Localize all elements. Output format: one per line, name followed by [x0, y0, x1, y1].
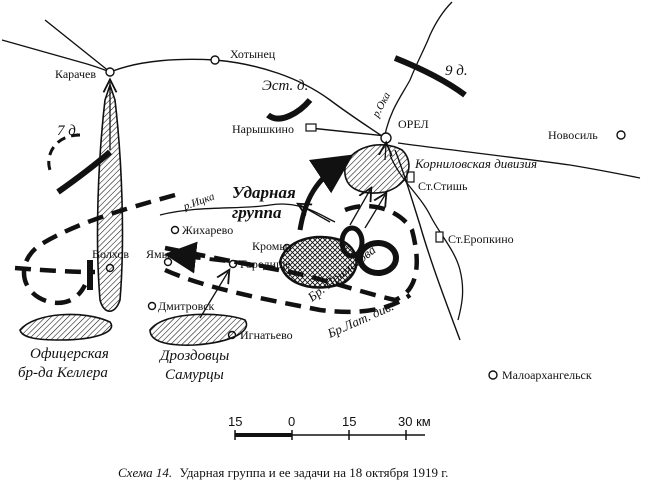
label-shock-group-line2: группа [232, 203, 282, 222]
label-khotynets: Хотынец [230, 47, 276, 61]
arrow-dmitrovsk-to-gorodishche [199, 272, 228, 319]
label-maloarkhangelsk: Малоархангельск [502, 368, 592, 382]
label-orel: ОРЕЛ [398, 117, 429, 131]
front-line-est-div [266, 97, 313, 122]
white-unit-karachev-column [96, 82, 124, 313]
river-oka-north [384, 1, 453, 136]
railway-north [44, 19, 111, 73]
river-itsa [159, 203, 336, 223]
label-river-oka: р.Ока [370, 90, 394, 120]
scale-tick-label: 30 км [398, 414, 431, 429]
arrow-orel-kornilov [385, 145, 386, 161]
label-drozdovtsy-line1: Дроздовцы [158, 348, 229, 364]
station-marker [305, 123, 317, 132]
town-marker-orel [380, 132, 392, 144]
river-east [397, 142, 641, 179]
arrow-shock-to-orel-2 [349, 190, 370, 226]
caption-text: Ударная группа и ее задачи на 18 октября… [179, 465, 448, 480]
label-officer-brigade-line1: Офицерская [30, 346, 109, 362]
caption-scheme: Схема 14. [118, 465, 172, 480]
river-oka-south [389, 154, 464, 321]
station-marker [406, 171, 415, 183]
white-unit-drozdovtsy [149, 313, 248, 346]
white-unit-officer-brigade [19, 313, 113, 341]
arrow-shock-to-orel-3 [364, 195, 385, 229]
label-est-div: Эст. д. [262, 78, 308, 94]
town-marker-maloarkhangelsk [488, 370, 498, 380]
primakov-dashed-front [164, 267, 412, 315]
label-drozdovtsy-line2: Самурцы [165, 367, 224, 383]
label-dmitrovsk: Дмитровск [158, 299, 215, 313]
railway-karachev-orel [109, 58, 386, 139]
label-novosil: Новосиль [548, 128, 598, 142]
label-officer-brigade-line2: бр-да Келлера [18, 365, 108, 381]
label-yamy: Ямы [146, 247, 170, 261]
white-unit-kornilov-division [344, 144, 410, 194]
label-kromy: Кромы [252, 239, 287, 253]
town-marker-zhikharevo [170, 225, 180, 235]
front-line-7-div-dashed [47, 133, 81, 171]
front-line-officer-dashed [21, 192, 176, 306]
town-marker-novosil [616, 130, 626, 140]
label-9-div: 9 д. [445, 63, 468, 79]
label-7-div: 7 д. [57, 123, 80, 139]
label-st-stish: Ст.Стишь [418, 179, 468, 193]
town-marker-dmitrovsk [147, 301, 157, 311]
scale-bar: 15 0 15 30 км [228, 414, 431, 440]
scale-tick-label: 15 [342, 414, 356, 429]
label-st-eropkino: Ст.Еропкино [448, 232, 514, 246]
label-shock-group-line1: Ударная [232, 183, 296, 202]
shock-group-ring [357, 240, 399, 276]
river-northwest [1, 39, 111, 73]
label-br-lat-div: Бр.Лат. див. [324, 298, 396, 341]
label-zhikharevo: Жихарево [182, 223, 233, 237]
arrow-shock-northwest [300, 205, 331, 223]
map-caption: Схема 14. Ударная группа и ее задачи на … [118, 465, 448, 480]
label-karachev: Карачев [55, 67, 96, 81]
label-gorodishche: Городище [240, 257, 291, 271]
railway-naryshkino [309, 127, 387, 137]
town-marker-khotynets [210, 55, 220, 65]
front-line-officer-inner [14, 265, 96, 275]
front-line-9-div [393, 55, 467, 98]
scale-tick-label: 0 [288, 414, 295, 429]
arrow-shock-to-yamy [164, 241, 276, 274]
town-marker-karachev [105, 67, 115, 77]
label-naryshkino: Нарышкино [232, 122, 294, 136]
shock-group-ring-small [339, 225, 365, 259]
label-volkhov: Волхов [92, 247, 129, 261]
label-kornilov-division: Корниловская дивизия [414, 156, 537, 171]
station-marker [435, 231, 444, 243]
scale-tick-label: 15 [228, 414, 242, 429]
label-ignatyevo: Игнатьево [240, 328, 293, 342]
arrow-shock-to-orel-1 [297, 154, 354, 231]
